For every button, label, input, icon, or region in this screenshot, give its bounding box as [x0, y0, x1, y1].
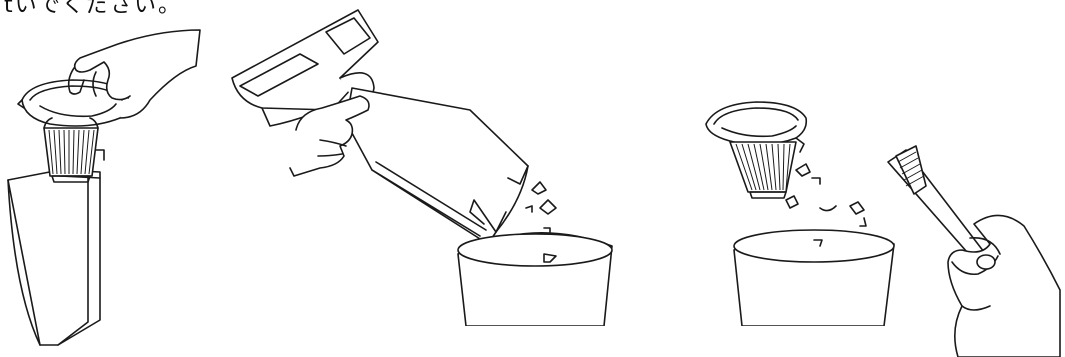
filter-brushing-illustration — [705, 101, 1061, 357]
cropped-caption-text: tいでください。 — [4, 0, 182, 18]
dust-emptying-illustration — [231, 9, 613, 328]
filter-removal-illustration — [7, 29, 201, 346]
